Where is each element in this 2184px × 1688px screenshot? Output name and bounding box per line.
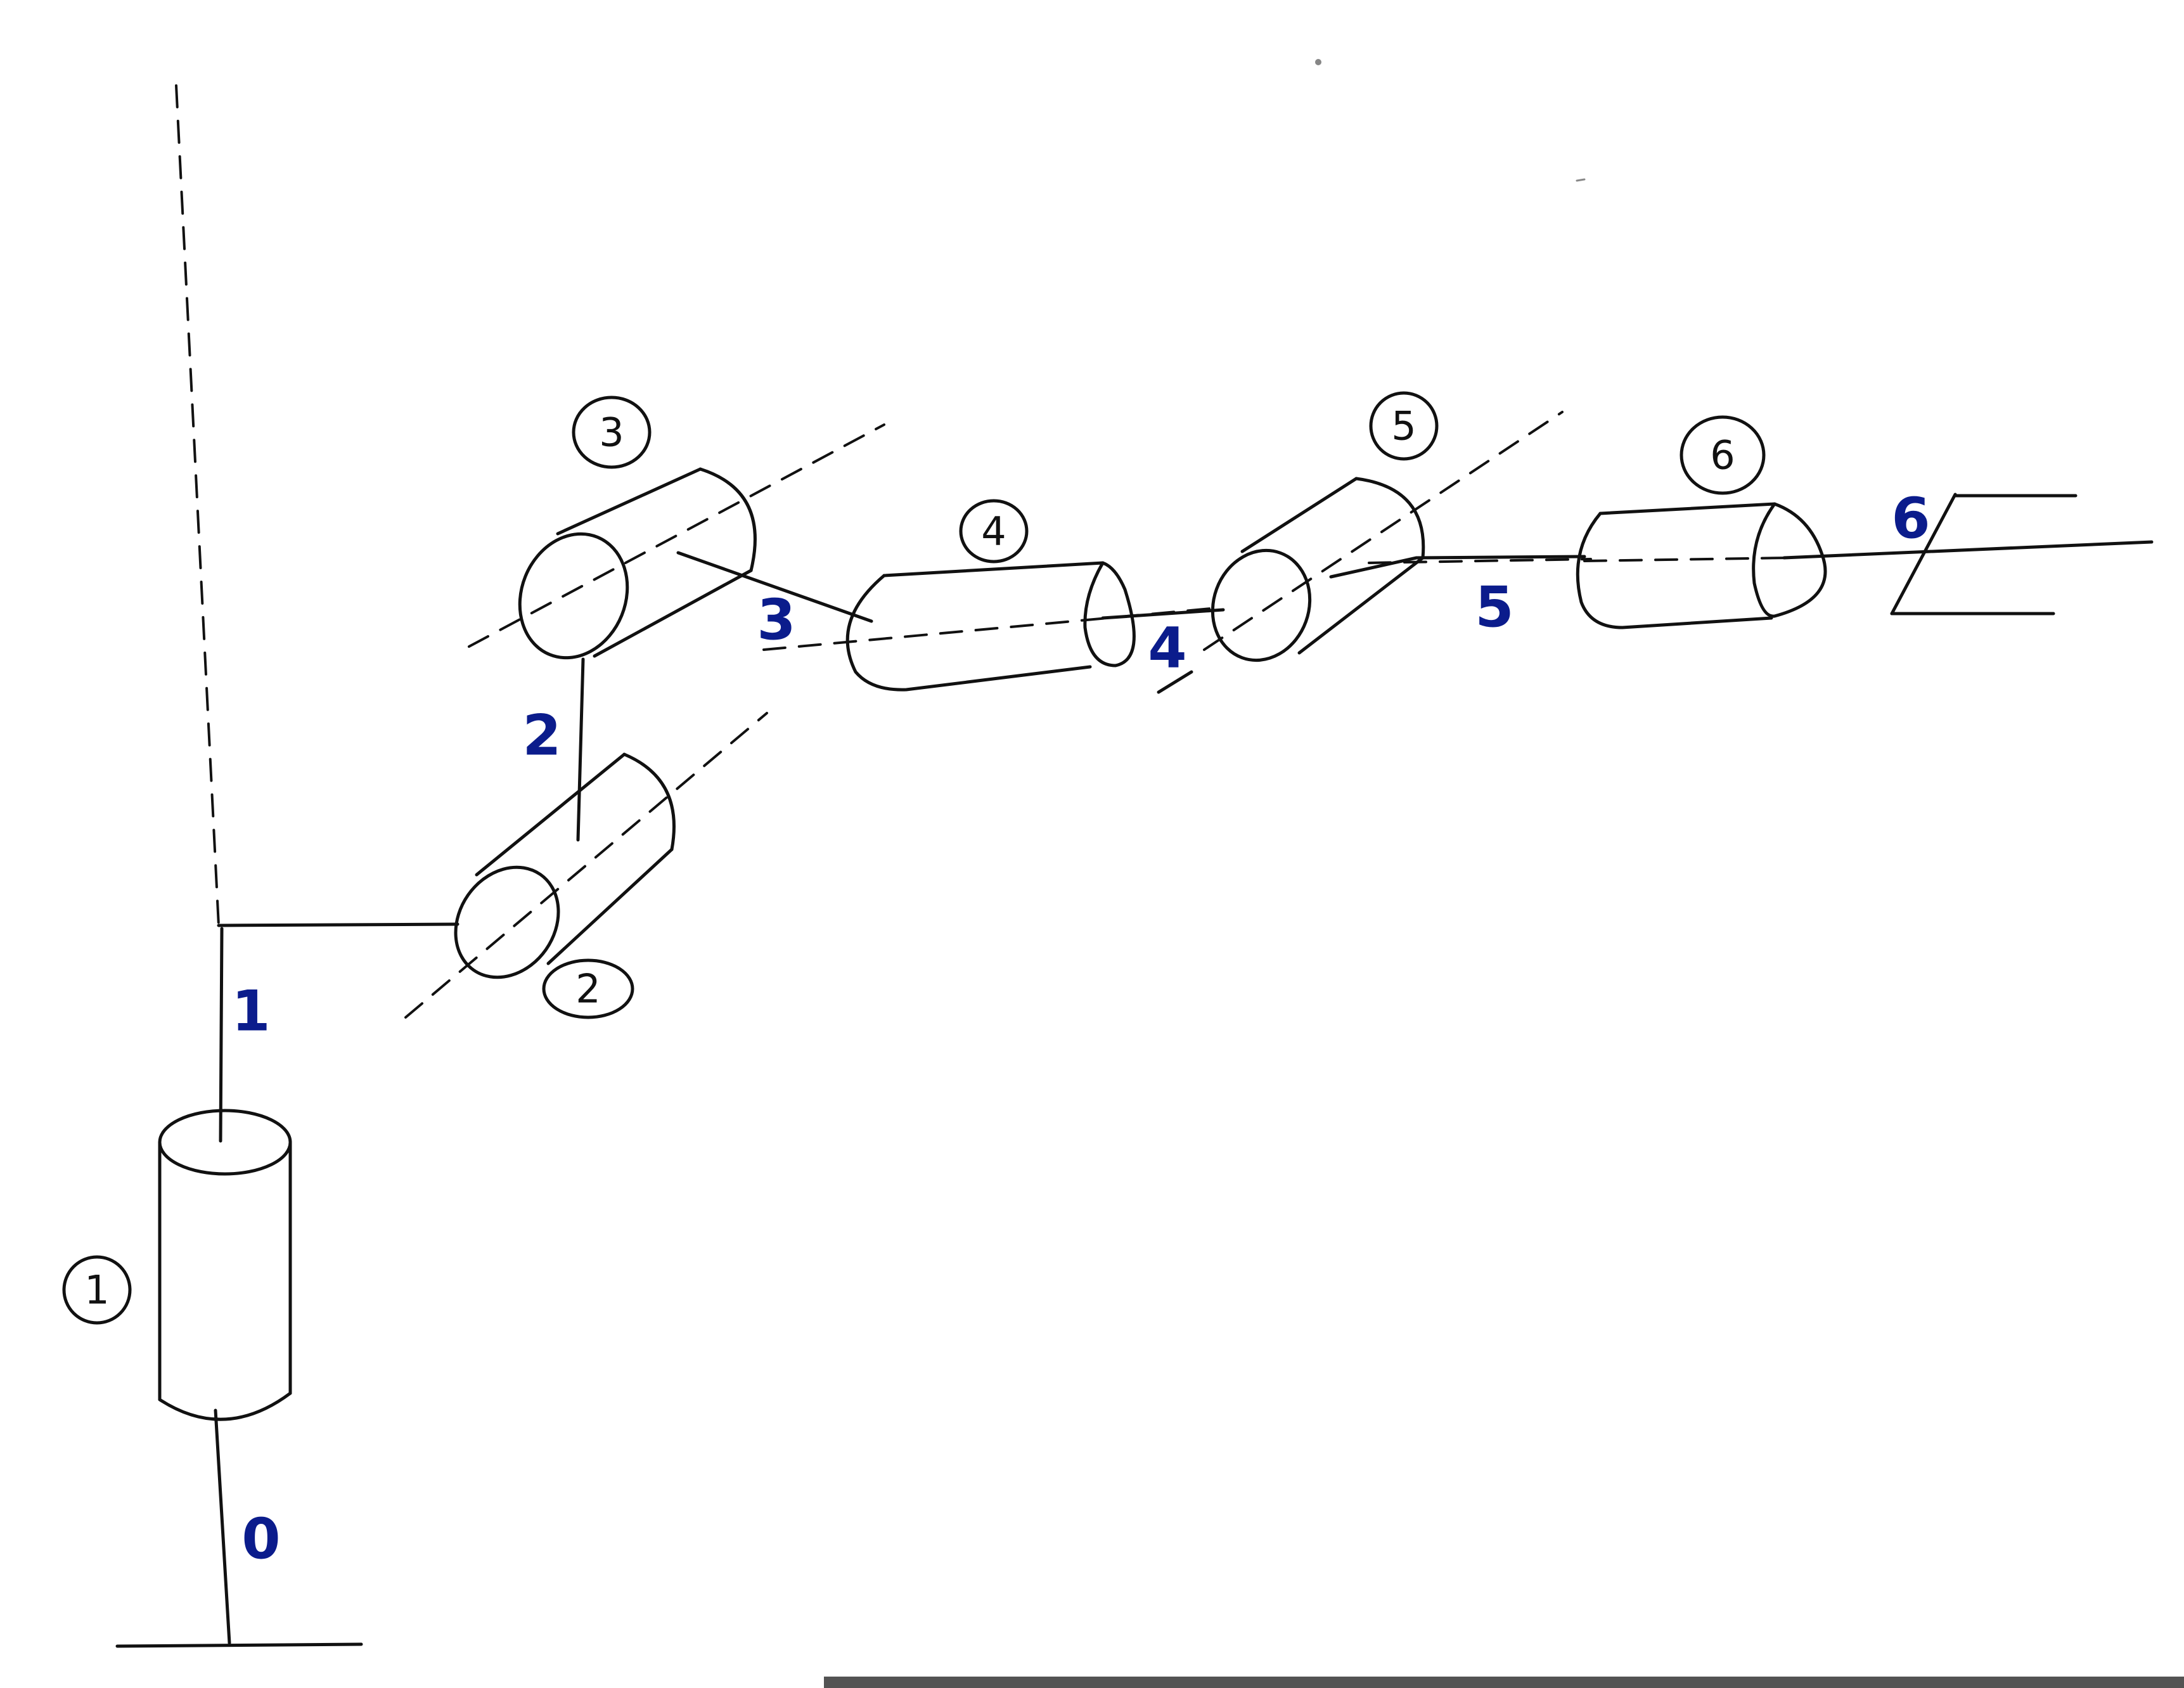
joint-6-axis [1583, 557, 1789, 562]
joint-2-cylinder [454, 752, 676, 979]
joint-1-axis [175, 84, 220, 927]
link-6-label: 6 [1891, 486, 1930, 551]
link-5-line [1329, 555, 1586, 579]
svg-text:5: 5 [1391, 403, 1416, 449]
joint-5-axis [1203, 411, 1564, 651]
link-4-label: 4 [1148, 615, 1186, 681]
scan-edge-shadow [824, 1677, 2184, 1688]
paper-speck [1315, 59, 1321, 65]
link-6-line [1782, 540, 2154, 560]
paper-speck [1576, 178, 1586, 182]
joint-2-axis [404, 712, 768, 1019]
ground-line [115, 1642, 363, 1648]
svg-text:1: 1 [84, 1267, 109, 1313]
joint-5-label: 5 [1369, 391, 1439, 461]
end-effector-gripper [1890, 493, 2078, 615]
joint-4-tick [1157, 670, 1193, 694]
joint-4-label: 4 [959, 499, 1029, 564]
link-1-label: 1 [231, 979, 270, 1044]
link-2-label: 2 [522, 703, 561, 768]
svg-text:2: 2 [575, 966, 600, 1012]
joint-1-label: 1 [62, 1255, 132, 1325]
joint-3-axis [468, 423, 885, 648]
joint-4-cylinder [845, 561, 1136, 692]
joint-1-cylinder [158, 1109, 292, 1421]
link-1-line [219, 927, 224, 1143]
svg-text:6: 6 [1710, 432, 1735, 479]
link-5-label: 5 [1475, 575, 1513, 640]
joint-3-label: 3 [572, 396, 652, 469]
link-4-line [1101, 608, 1225, 620]
link-1-offset [217, 922, 459, 927]
link-2-line [576, 657, 585, 842]
link-0-label: 0 [241, 1507, 280, 1572]
svg-text:4: 4 [981, 508, 1006, 555]
link-3-line [676, 551, 873, 623]
joint-5-cylinder [1211, 477, 1425, 662]
joint-6-cylinder [1576, 502, 1827, 629]
joint-2-label: 2 [542, 958, 634, 1019]
joint-6-label: 6 [1680, 415, 1766, 495]
joint-3-cylinder [518, 467, 757, 660]
svg-text:3: 3 [599, 409, 624, 456]
link-5-axis [1368, 558, 1592, 564]
link-0-line [214, 1408, 231, 1645]
link-3-label: 3 [757, 588, 795, 653]
